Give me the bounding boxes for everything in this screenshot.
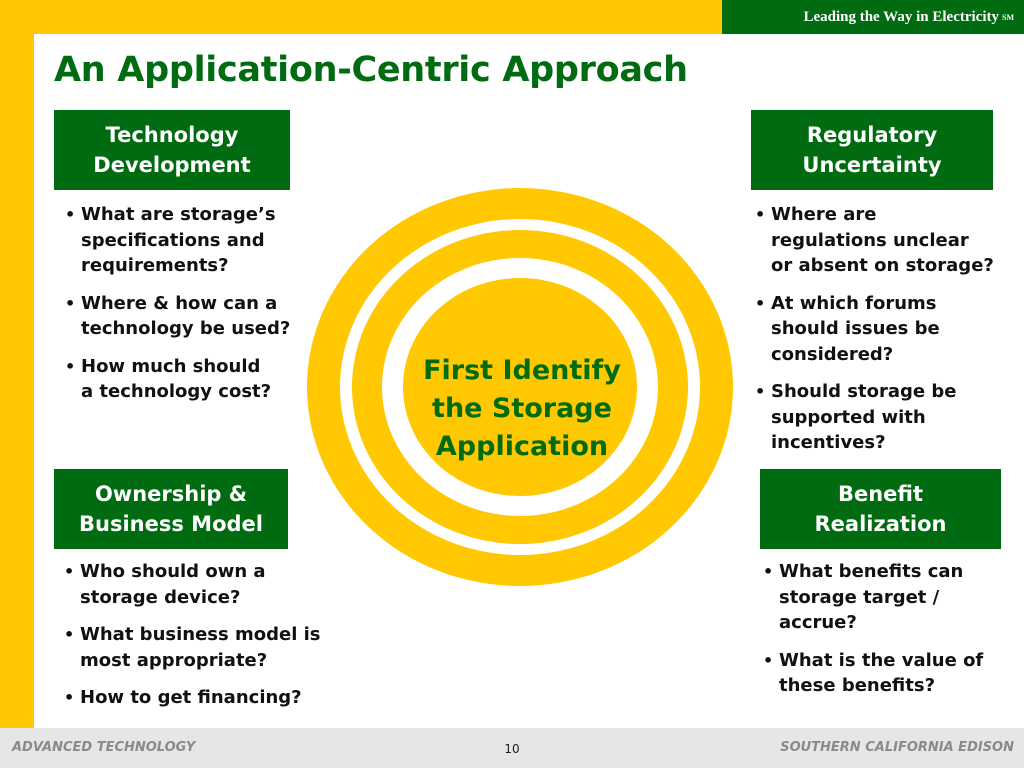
header-line: Ownership & — [94, 482, 248, 506]
page-number: 10 — [504, 742, 520, 756]
bullet-item: How much should a technology cost? — [61, 354, 311, 405]
bullet-text: What benefits can storage target / accru… — [779, 561, 964, 633]
center-disc — [403, 278, 637, 496]
tagline-text: Leading the Way in Electricity — [803, 8, 999, 25]
center-label-line: the Storage — [432, 393, 612, 424]
header-line: Benefit — [837, 482, 924, 506]
header-line: Regulatory — [806, 123, 938, 147]
regulatory-uncertainty-header: Regulatory Uncertainty — [751, 110, 993, 190]
bullet-item: Who should own a storage device? — [60, 559, 340, 610]
center-label: First Identify the Storage Application — [406, 352, 638, 466]
bullet-item: At which forums should issues be conside… — [751, 291, 1021, 368]
bullet-item: Where are regulations unclear or absent … — [751, 202, 1021, 279]
bullet-item: How to get financing? — [60, 685, 340, 711]
footer-company: SOUTHERN CALIFORNIA EDISON — [780, 740, 1014, 755]
bullet-text: How to get financing? — [80, 687, 302, 708]
bullet-item: Where & how can a technology be used? — [61, 291, 311, 342]
bullet-text: What are storage’s specifications and re… — [81, 204, 276, 276]
ownership-bullet-list: Who should own a storage device? What bu… — [60, 559, 340, 723]
benefit-realization-header: Benefit Realization — [760, 469, 1001, 549]
bullet-item: What are storage’s specifications and re… — [61, 202, 311, 279]
header-line: Business Model — [79, 512, 263, 536]
benefit-bullet-list: What benefits can storage target / accru… — [759, 559, 1014, 711]
bullet-text: Where are regulations unclear or absent … — [771, 204, 994, 276]
bullet-text: Where & how can a technology be used? — [81, 292, 291, 340]
bullet-text: Should storage be supported with incenti… — [771, 381, 957, 453]
center-label-line: First Identify — [423, 355, 621, 386]
bullet-item: What benefits can storage target / accru… — [759, 559, 1014, 636]
concentric-target-graphic — [307, 188, 733, 586]
header-line: Development — [93, 153, 251, 177]
bullet-item: What business model is most appropriate? — [60, 622, 340, 673]
bullet-item: What is the value of these benefits? — [759, 648, 1014, 699]
bullet-text: Who should own a storage device? — [80, 561, 266, 608]
bullet-text: What business model is most appropriate? — [80, 624, 321, 671]
left-yellow-bar — [0, 0, 34, 728]
regulatory-bullet-list: Where are regulations unclear or absent … — [751, 202, 1021, 468]
footer-department: ADVANCED TECHNOLOGY — [12, 740, 196, 755]
center-label-line: Application — [435, 431, 609, 462]
ownership-business-model-header: Ownership & Business Model — [54, 469, 288, 549]
page-title: An Application-Centric Approach — [54, 50, 688, 90]
technology-development-header: Technology Development — [54, 110, 290, 190]
bullet-text: At which forums should issues be conside… — [771, 292, 940, 365]
bullet-text: What is the value of these benefits? — [779, 649, 984, 697]
header-line: Realization — [814, 512, 947, 536]
bullet-text: How much should a technology cost? — [81, 355, 272, 403]
technology-bullet-list: What are storage’s specifications and re… — [61, 202, 311, 417]
service-mark: SM — [1002, 12, 1014, 22]
header-line: Technology — [105, 123, 239, 147]
footer-bar: ADVANCED TECHNOLOGY 10 SOUTHERN CALIFORN… — [0, 728, 1024, 768]
header-line: Uncertainty — [802, 153, 942, 177]
bullet-item: Should storage be supported with incenti… — [751, 379, 1021, 456]
